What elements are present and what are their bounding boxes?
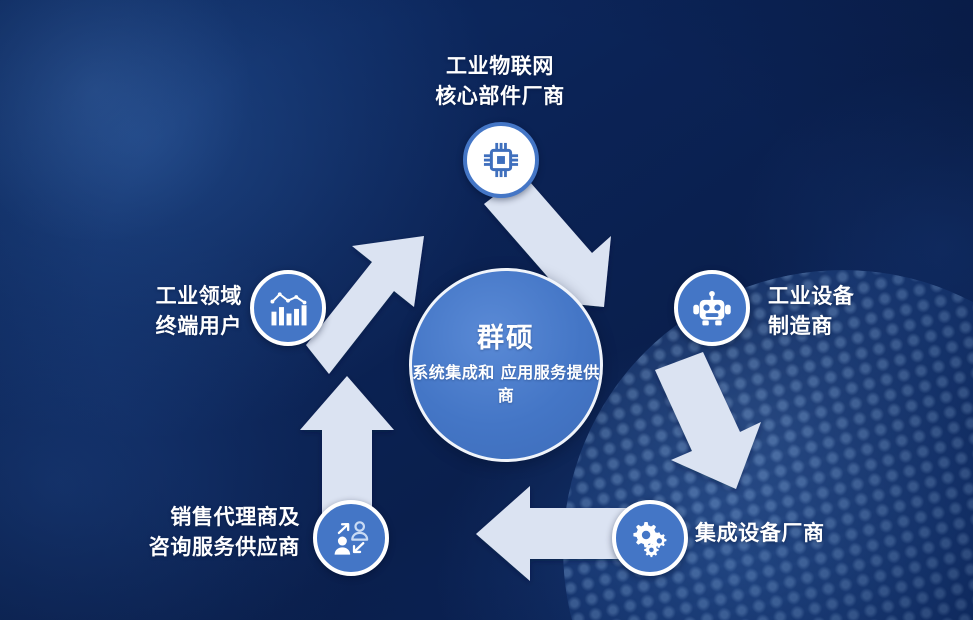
- label-bottom-left-sales-agent-consulting: 销售代理商及 咨询服务供应商: [148, 505, 300, 559]
- arrow-left-to-top: [306, 236, 424, 374]
- node-right-industrial-equipment-manufacturer[interactable]: [674, 270, 750, 346]
- node-bottom-right-integrated-equipment-manufacturer[interactable]: [612, 500, 688, 576]
- arrow-bottomleft-to-left: [300, 376, 394, 530]
- arrow-bottomright-to-bottomleft: [476, 486, 630, 581]
- node-bottom-left-sales-agent-consulting[interactable]: [313, 500, 389, 576]
- center-node-title: 群硕: [477, 323, 535, 355]
- arrow-right-to-bottomright: [655, 352, 761, 489]
- bar-chart-icon: [266, 286, 310, 330]
- label-left-industrial-end-users: 工业领域 终端用户: [155, 284, 242, 338]
- node-top-iiot-core-components[interactable]: [463, 122, 539, 198]
- people-exchange-icon: [329, 516, 373, 560]
- gears-icon: [628, 516, 672, 560]
- robot-icon: [690, 286, 734, 330]
- label-right-industrial-equipment-manufacturer: 工业设备 制造商: [768, 284, 855, 338]
- label-top-iiot-core-components: 工业物联网 核心部件厂商: [435, 54, 565, 108]
- center-node[interactable]: 群硕 系统集成和 应用服务提供商: [409, 268, 603, 462]
- arrow-top-to-right: [484, 174, 611, 307]
- center-node-subtitle: 系统集成和 应用服务提供商: [412, 363, 600, 405]
- label-bottom-right-integrated-equipment-manufacturer: 集成设备厂商: [695, 521, 825, 545]
- node-left-industrial-end-users[interactable]: [250, 270, 326, 346]
- chip-icon: [480, 139, 522, 181]
